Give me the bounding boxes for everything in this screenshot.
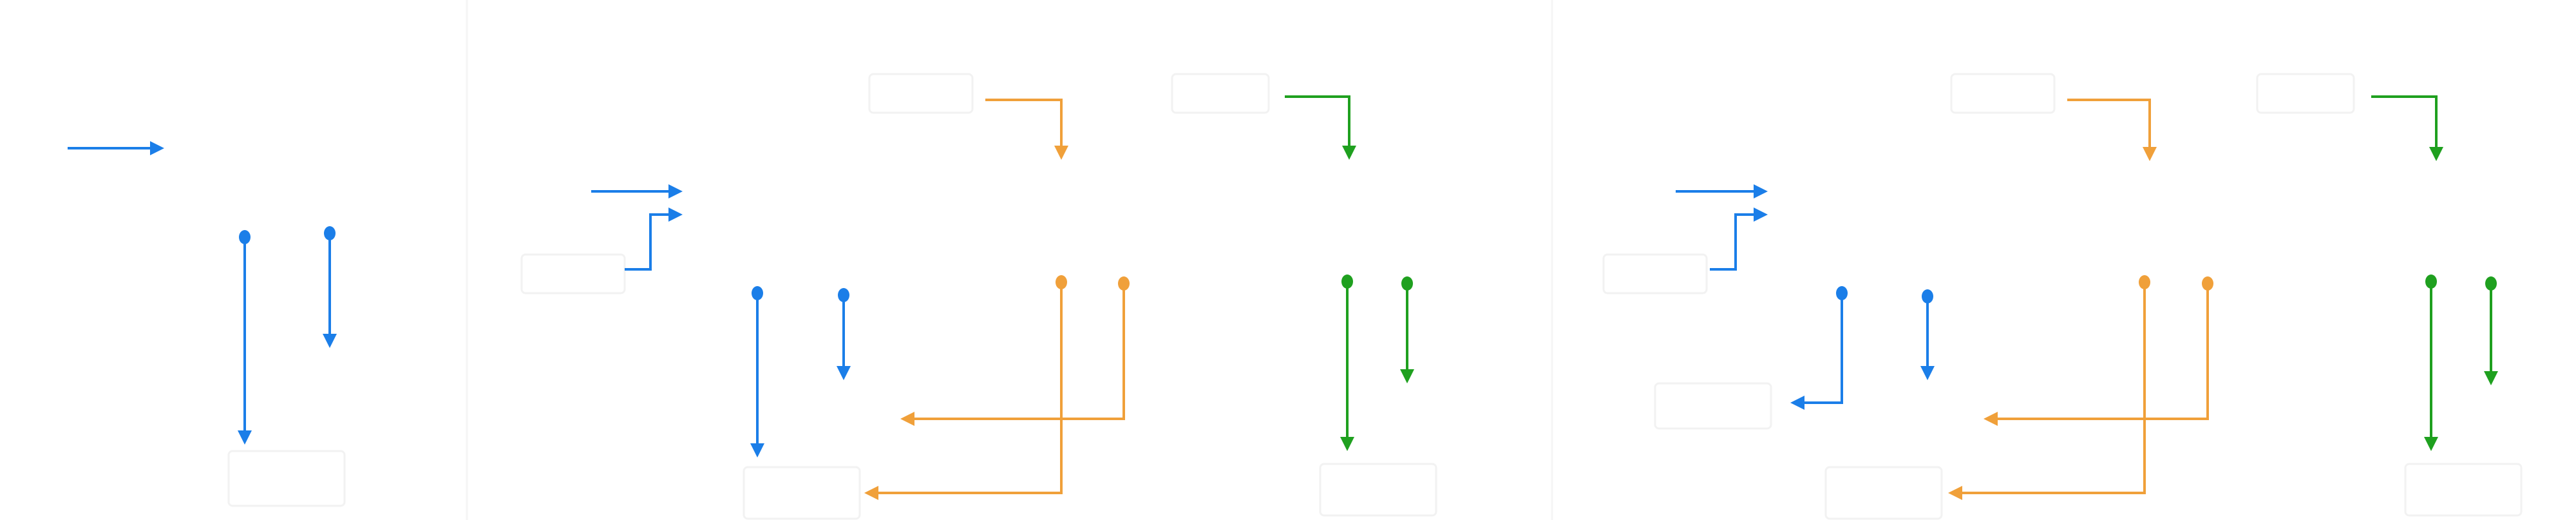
faint-box (1171, 73, 1270, 114)
arrowhead (2429, 147, 2443, 161)
connector-start-dot (1118, 276, 1130, 291)
blue-connector-arrow (625, 207, 683, 271)
arrowhead (1754, 207, 1768, 222)
blue-connector-arrow (1676, 184, 1768, 198)
connector-start-dot (2425, 274, 2437, 289)
connector-start-dot (752, 286, 763, 300)
arrowhead (1400, 369, 1414, 383)
connector-line (877, 282, 1063, 494)
connector-start-dot (1056, 275, 1067, 289)
arrowhead (1790, 396, 1804, 410)
arrowhead (750, 443, 764, 457)
arrowhead (900, 412, 914, 426)
connector-line (625, 213, 670, 271)
blue-connector-arrow (1710, 207, 1768, 271)
blue-connector-arrow (323, 226, 337, 348)
arrowhead (323, 334, 337, 348)
faint-box (1654, 382, 1772, 430)
connector-line (2371, 95, 2438, 148)
arrowhead (2143, 147, 2157, 161)
arrowhead (668, 207, 683, 222)
connector-start-dot (1922, 289, 1933, 303)
arrowhead (2484, 371, 2498, 385)
connector-start-dot (2202, 276, 2213, 291)
arrowhead (1984, 412, 1998, 426)
arrowhead (1340, 437, 1354, 451)
connector-start-dot (838, 288, 849, 302)
faint-box (1824, 466, 1943, 520)
connector-line (913, 284, 1125, 420)
blue-connector-arrow (750, 286, 764, 457)
connector-line (1285, 95, 1350, 147)
connector-start-dot (324, 226, 336, 240)
arrowhead (864, 486, 878, 500)
connector-line (1961, 282, 2146, 494)
arrowhead (668, 184, 683, 198)
connector-line (1803, 293, 1843, 404)
green-connector-arrow (2484, 276, 2498, 385)
faint-box (1319, 463, 1437, 517)
connector-start-dot (2139, 275, 2150, 289)
faint-box (868, 73, 974, 114)
arrowhead (238, 430, 252, 445)
orange-connector-arrow (2067, 99, 2157, 161)
orange-connector-arrow (1948, 275, 2150, 500)
arrowhead (2424, 437, 2438, 451)
connector-start-dot (1401, 276, 1413, 291)
faint-box (743, 466, 861, 520)
connector-start-dot (1341, 274, 1353, 289)
blue-connector-arrow (1790, 286, 1848, 410)
arrowhead (1342, 146, 1356, 160)
orange-connector-arrow (985, 99, 1068, 160)
faint-box (1950, 73, 2056, 114)
orange-connector-arrow (900, 276, 1130, 426)
arrowhead (1754, 184, 1768, 198)
blue-connector-arrow (238, 230, 252, 445)
connector-line (2067, 99, 2151, 148)
green-connector-arrow (1340, 274, 1354, 451)
arrowhead (1920, 366, 1935, 380)
faint-box (2256, 73, 2355, 114)
orange-connector-arrow (1984, 276, 2213, 426)
green-connector-arrow (1285, 95, 1356, 160)
connector-start-dot (1836, 286, 1848, 300)
connector-start-dot (239, 230, 251, 244)
faint-box (2404, 463, 2523, 517)
arrows-layer (68, 95, 2498, 500)
arrowhead (837, 366, 851, 380)
green-connector-arrow (2371, 95, 2443, 161)
arrowhead (150, 141, 164, 155)
connector-line (985, 99, 1063, 147)
connector-line (1710, 213, 1755, 271)
faint-box (227, 450, 346, 507)
green-connector-arrow (1400, 276, 1414, 383)
connector-start-dot (2485, 276, 2497, 291)
arrowhead (1054, 146, 1068, 160)
blue-connector-arrow (837, 288, 851, 380)
arrowhead (1948, 486, 1962, 500)
blue-connector-arrow (591, 184, 683, 198)
green-connector-arrow (2424, 274, 2438, 451)
blue-connector-arrow (1920, 289, 1935, 380)
faint-box (1602, 253, 1708, 294)
faint-box (520, 253, 626, 294)
connector-line (1996, 284, 2209, 420)
faint-boxes (227, 73, 2523, 520)
orange-connector-arrow (864, 275, 1067, 500)
blue-connector-arrow (68, 141, 164, 155)
